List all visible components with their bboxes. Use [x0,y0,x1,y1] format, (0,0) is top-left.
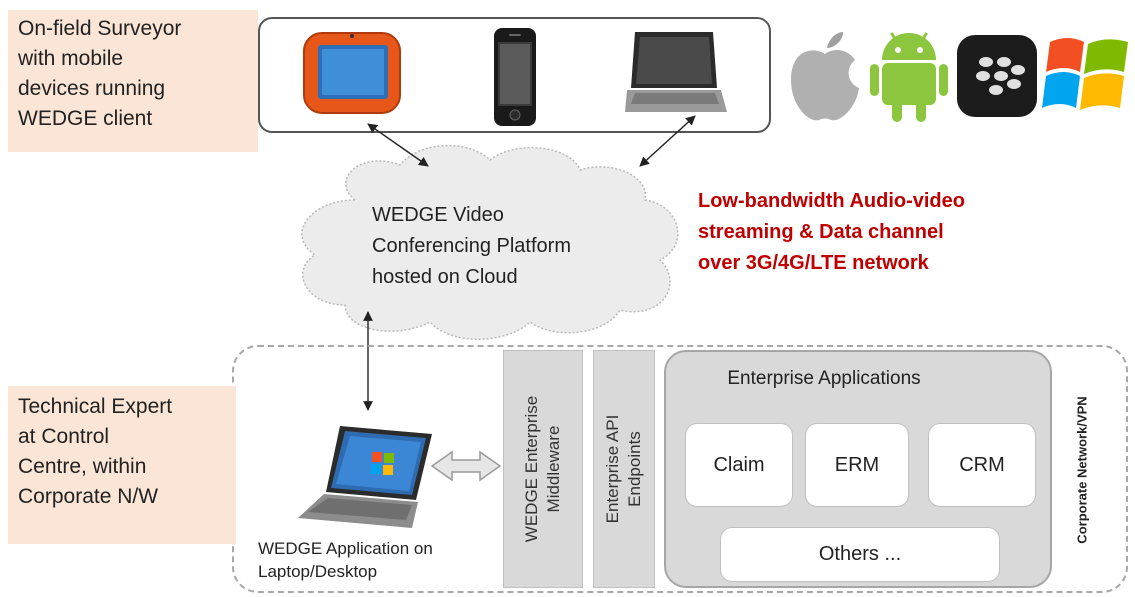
laptop-caption-line: Laptop/Desktop [258,562,378,581]
blackberry-logo-icon [957,35,1037,117]
expert-note: Technical Expert at Control Centre, with… [8,386,236,544]
cloud-text-line: hosted on Cloud [372,266,518,288]
app-erm: ERM [805,423,909,507]
corporate-network-label: Corporate Network/VPN [1074,396,1090,544]
api-label-line: Endpoints [625,431,644,507]
android-logo-icon [870,32,948,122]
app-others: Others ... [720,527,1000,582]
laptop-caption-line: WEDGE Application on [258,539,433,558]
apple-logo-icon [791,32,859,121]
network-note-line: Low-bandwidth Audio-video [698,190,965,212]
laptop-icon [625,32,727,112]
smartphone-icon [494,28,536,126]
expert-note-line: Centre, within [18,455,147,478]
network-note: Low-bandwidth Audio-video streaming & Da… [698,186,1118,279]
expert-note-line: Corporate N/W [18,485,159,508]
api-label-line: Enterprise API [603,414,622,524]
enterprise-apps-title: Enterprise Applications [727,368,921,389]
laptop-cloud-arrow [639,115,696,167]
api-label: Enterprise API Endpoints [602,415,646,524]
laptop-caption: WEDGE Application on Laptop/Desktop [258,537,498,583]
app-crm: CRM [928,423,1036,507]
network-note-line: over 3G/4G/LTE network [698,252,929,274]
surveyor-note-line: WEDGE client [18,107,153,130]
expert-note-line: Technical Expert [18,395,173,418]
api-endpoints-bar: Enterprise API Endpoints [593,350,655,588]
cloud-text-line: Conferencing Platform [372,235,571,257]
expert-note-line: at Control [18,425,110,448]
middleware-bar: WEDGE Enterprise Middleware [503,350,583,588]
surveyor-note-line: with mobile [18,47,124,70]
cloud-text-line: WEDGE Video [372,204,504,226]
windows-screen-logo [371,452,394,475]
network-note-line: streaming & Data channel [698,221,944,243]
tablet-icon [303,32,401,114]
middleware-double-arrow [430,450,502,482]
surveyor-note: On-field Surveyor with mobile devices ru… [8,10,258,152]
windows-logo-icon [1042,38,1128,110]
cloud-shape [301,144,679,340]
cloud-platform-text: WEDGE Video Conferencing Platform hosted… [372,200,652,293]
middleware-label-line: WEDGE Enterprise [522,395,541,543]
middleware-label-line: Middleware [544,425,563,513]
surveyor-note-line: devices running [18,77,166,100]
tablet-cloud-arrow [367,123,429,167]
surveyor-note-line: On-field Surveyor [18,17,182,40]
app-claim: Claim [685,423,793,507]
middleware-label: WEDGE Enterprise Middleware [521,396,565,542]
desktop-laptop-icon [298,426,432,528]
